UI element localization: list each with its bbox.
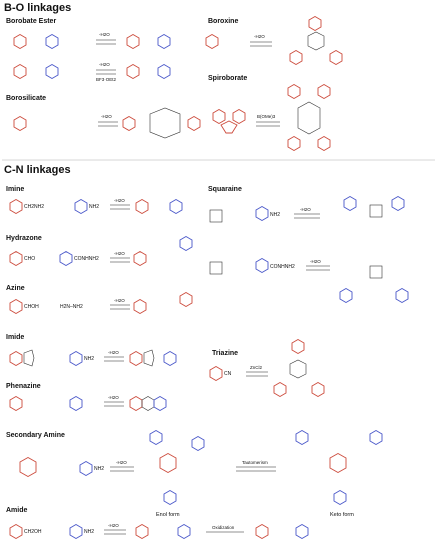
cond-spiroborate: B(OMe)3 xyxy=(257,114,276,119)
cond-boroxine: -H2O xyxy=(254,34,265,39)
borobate-ester-row2 xyxy=(13,63,171,80)
chem-cho: CHO xyxy=(24,256,36,262)
chem-nh2-squaraine: NH2 xyxy=(270,212,281,218)
amide-scheme xyxy=(9,523,309,540)
secondary-amine-scheme xyxy=(19,429,383,506)
label-phenazine: Phenazine xyxy=(6,383,41,390)
chem-cn: CN xyxy=(224,371,232,377)
chem-nh2-amide: NH2 xyxy=(84,529,95,535)
label-boroxine: Boroxine xyxy=(208,18,239,25)
cond-triazine: ZnCl2 xyxy=(250,365,263,370)
cond-squaraine2: -H2O xyxy=(310,259,321,264)
chem-nh2-imine: NH2 xyxy=(89,204,100,210)
cond-oxidization: Oxidization xyxy=(212,525,235,530)
label-squaraine: Squaraine xyxy=(208,186,242,193)
borosilicate-scheme xyxy=(13,107,201,139)
label-triazine: Triazine xyxy=(212,350,239,357)
label-borosilicate: Borosilicate xyxy=(6,95,47,102)
azine-scheme xyxy=(9,291,193,315)
bo-section-title: B-O linkages xyxy=(4,2,72,14)
cond-borosilicate: -H2O xyxy=(101,114,112,119)
imide-scheme xyxy=(9,349,177,367)
cond-bf3: BF3·OEt2 xyxy=(96,77,117,82)
label-azine: Azine xyxy=(6,285,25,292)
cond-squaraine1: -H2O xyxy=(300,207,311,212)
cond-azine: -H2O xyxy=(114,298,125,303)
borobate-ester-row1 xyxy=(13,33,171,50)
cond-imine: -H2O xyxy=(114,198,125,203)
cn-section-title: C-N linkages xyxy=(4,164,71,176)
cond-bo1: -H2O xyxy=(99,32,110,37)
spiroborate-scheme xyxy=(212,83,331,152)
squaraine-scheme xyxy=(209,195,409,304)
triazine-scheme xyxy=(209,338,325,398)
label-secondary-amine: Secondary Amine xyxy=(6,432,65,439)
cond-amide: -H2O xyxy=(108,523,119,528)
chem-conhnh2: CONHNH2 xyxy=(74,256,99,262)
boroxine-scheme xyxy=(205,15,343,66)
cond-tautomerism: Tautomerism xyxy=(242,460,268,465)
caption-keto-form: Keto form xyxy=(330,512,354,518)
phenazine-scheme xyxy=(9,395,167,412)
caption-enol-form: Enol form xyxy=(156,512,180,518)
cond-secondary-amine: -H2O xyxy=(116,460,127,465)
cond-imide: -H2O xyxy=(108,350,119,355)
chem-conhnh2-squaraine: CONHNH2 xyxy=(270,264,295,270)
chem-ch2nh2: CH2NH2 xyxy=(24,204,45,210)
label-imine: Imine xyxy=(6,186,25,193)
hydrazone-scheme xyxy=(9,235,193,267)
chem-nh2-secondary: NH2 xyxy=(94,466,105,472)
imine-scheme xyxy=(9,198,183,215)
chem-hydrazine: H2N–NH2 xyxy=(60,304,83,310)
label-spiroborate: Spiroborate xyxy=(208,75,248,82)
label-borobate-ester: Borobate Ester xyxy=(6,18,57,25)
chem-nh2-imide: NH2 xyxy=(84,356,95,362)
cond-phenazine: -H2O xyxy=(108,395,119,400)
label-amide: Amide xyxy=(6,507,28,514)
chem-ch2oh: CH2OH xyxy=(24,529,42,535)
cond-bo2: -H2O xyxy=(99,62,110,67)
label-imide: Imide xyxy=(6,334,25,341)
cond-hydrazone: -H2O xyxy=(114,251,125,256)
chem-choh: CHOH xyxy=(24,304,39,310)
label-hydrazone: Hydrazone xyxy=(6,235,42,242)
